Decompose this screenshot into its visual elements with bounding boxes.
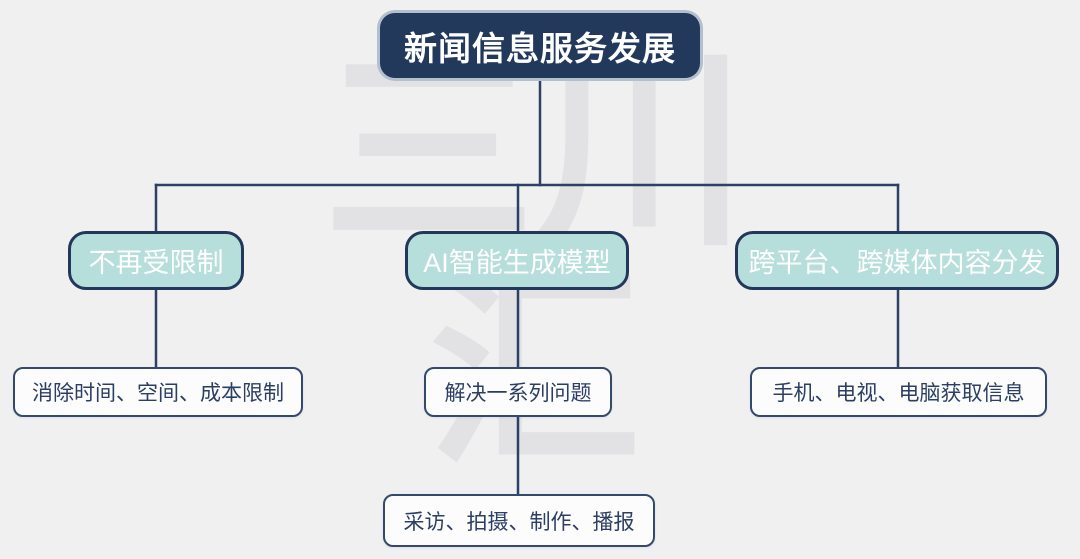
- leaf-node-solve-problems[interactable]: 解决一系列问题: [424, 367, 612, 417]
- leaf-node-eliminate-limits[interactable]: 消除时间、空间、成本限制: [13, 367, 303, 417]
- branch-node-cross-platform[interactable]: 跨平台、跨媒体内容分发: [735, 231, 1059, 290]
- leaf-node-production-steps[interactable]: 采访、拍摄、制作、播报: [383, 494, 655, 547]
- branch-node-ai-model[interactable]: AI智能生成模型: [405, 231, 629, 290]
- leaf-node-devices-get-info[interactable]: 手机、电视、电脑获取信息: [750, 367, 1047, 417]
- branch-node-unrestricted[interactable]: 不再受限制: [68, 231, 244, 290]
- root-node[interactable]: 新闻信息服务发展: [380, 13, 700, 78]
